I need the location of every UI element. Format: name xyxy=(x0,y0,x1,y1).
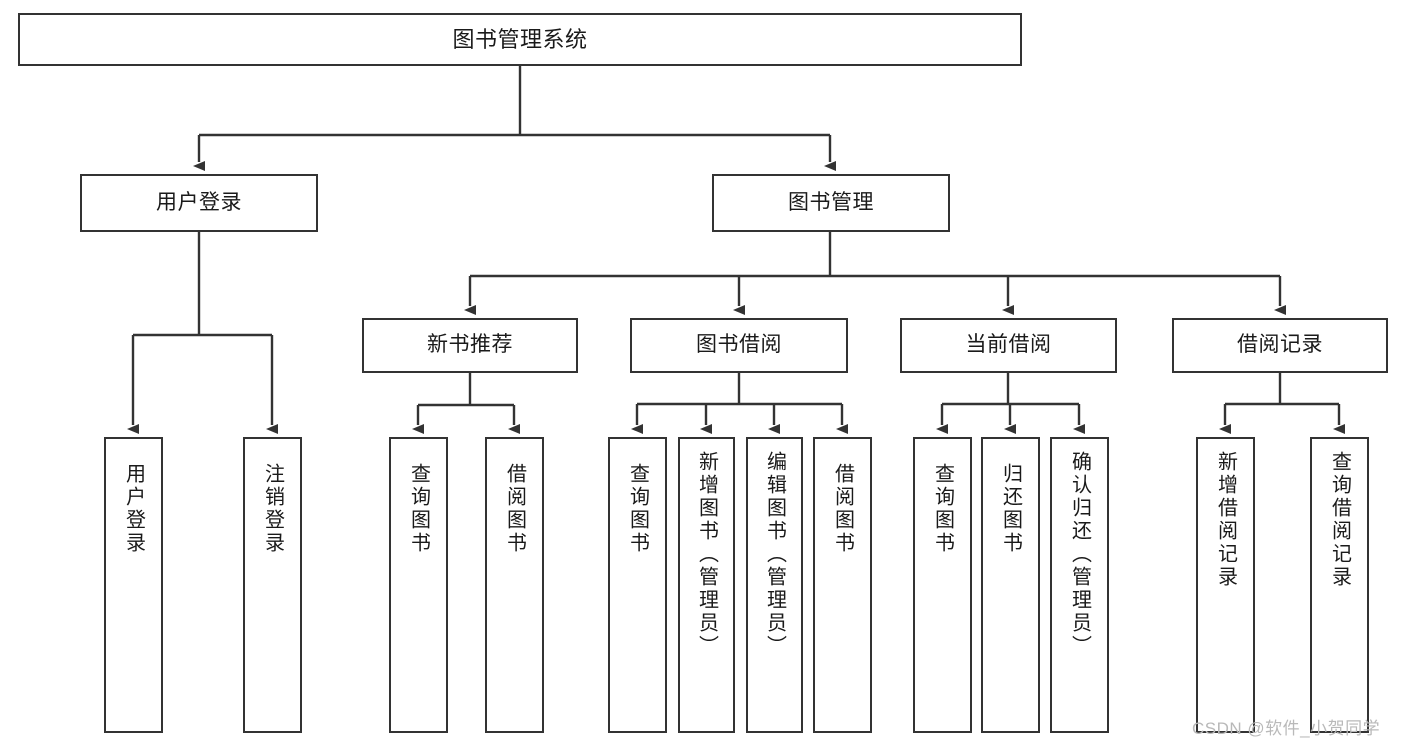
node-user-login-label: 用户登录 xyxy=(156,190,242,214)
leaf-add-borrow-record-label: 新增借阅记录 xyxy=(1214,451,1237,589)
leaf-query-book-recommend[interactable]: 查询图书 xyxy=(389,437,448,733)
leaf-return-book[interactable]: 归还图书 xyxy=(981,437,1040,733)
leaf-add-book-admin[interactable]: 新增图书（管理员） xyxy=(678,437,735,733)
leaf-return-book-label: 归还图书 xyxy=(999,463,1022,555)
node-book-borrow[interactable]: 图书借阅 xyxy=(630,318,848,373)
node-book-management[interactable]: 图书管理 xyxy=(712,174,950,232)
leaf-borrow-book-recommend-label: 借阅图书 xyxy=(503,463,526,555)
node-current-borrow-label: 当前借阅 xyxy=(965,333,1052,357)
leaf-borrow-book[interactable]: 借阅图书 xyxy=(813,437,872,733)
leaf-add-book-admin-label: 新增图书（管理员） xyxy=(695,451,718,658)
leaf-user-login-label: 用户登录 xyxy=(122,463,145,555)
node-root-label: 图书管理系统 xyxy=(452,26,588,52)
leaf-query-book-recommend-label: 查询图书 xyxy=(407,463,430,555)
leaf-user-login[interactable]: 用户登录 xyxy=(104,437,163,733)
leaf-query-book-borrow[interactable]: 查询图书 xyxy=(608,437,667,733)
node-borrow-record-label: 借阅记录 xyxy=(1237,333,1323,357)
leaf-borrow-book-recommend[interactable]: 借阅图书 xyxy=(485,437,544,733)
leaf-add-borrow-record[interactable]: 新增借阅记录 xyxy=(1196,437,1255,733)
node-book-management-label: 图书管理 xyxy=(788,190,874,214)
leaf-query-book-current-label: 查询图书 xyxy=(931,463,954,555)
leaf-edit-book-admin-label: 编辑图书（管理员） xyxy=(763,451,786,658)
leaf-query-borrow-record-label: 查询借阅记录 xyxy=(1328,451,1351,589)
leaf-query-book-current[interactable]: 查询图书 xyxy=(913,437,972,733)
leaf-query-book-borrow-label: 查询图书 xyxy=(626,463,649,555)
leaf-logout-label: 注销登录 xyxy=(261,463,284,555)
node-current-borrow[interactable]: 当前借阅 xyxy=(900,318,1117,373)
leaf-query-borrow-record[interactable]: 查询借阅记录 xyxy=(1310,437,1369,733)
node-new-book-recommend[interactable]: 新书推荐 xyxy=(362,318,578,373)
watermark: CSDN @软件_小贺同学 xyxy=(1192,719,1381,738)
node-book-borrow-label: 图书借阅 xyxy=(696,333,782,357)
leaf-borrow-book-label: 借阅图书 xyxy=(831,463,854,555)
node-root[interactable]: 图书管理系统 xyxy=(18,13,1022,66)
node-borrow-record[interactable]: 借阅记录 xyxy=(1172,318,1388,373)
leaf-confirm-return-admin[interactable]: 确认归还（管理员） xyxy=(1050,437,1109,733)
node-new-book-recommend-label: 新书推荐 xyxy=(427,333,513,357)
leaf-logout[interactable]: 注销登录 xyxy=(243,437,302,733)
leaf-edit-book-admin[interactable]: 编辑图书（管理员） xyxy=(746,437,803,733)
leaf-confirm-return-admin-label: 确认归还（管理员） xyxy=(1068,451,1091,658)
node-user-login[interactable]: 用户登录 xyxy=(80,174,318,232)
